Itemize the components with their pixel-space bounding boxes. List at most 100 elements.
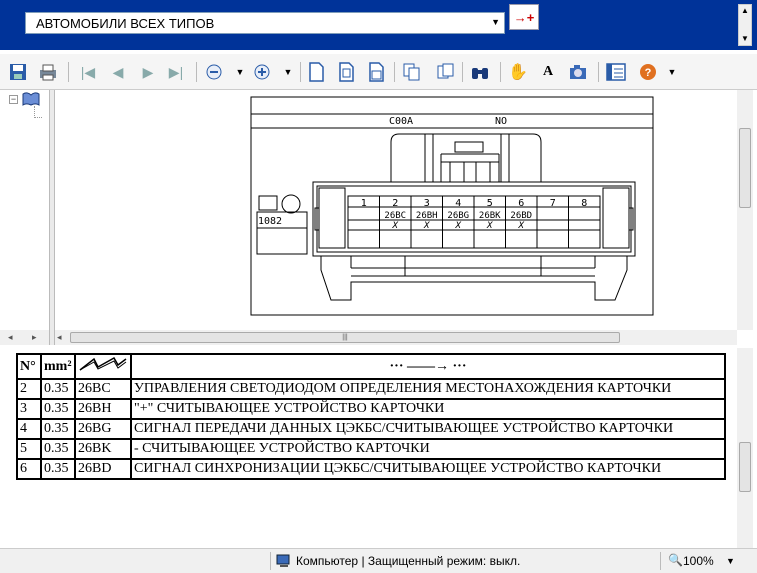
pin-wire-code: 26BD — [510, 211, 532, 221]
diagram-vertical-scrollbar[interactable] — [737, 90, 753, 330]
scroll-thumb[interactable] — [739, 442, 751, 492]
vehicle-type-value: АВТОМОБИЛИ ВСЕХ ТИПОВ — [36, 15, 215, 31]
tree-collapse-icon[interactable]: − — [9, 94, 18, 104]
scroll-right-icon[interactable]: ▸ — [32, 332, 37, 342]
pin-mark: X — [486, 221, 493, 231]
next-page-icon[interactable]: ▶ — [142, 63, 154, 80]
text-tool-icon[interactable]: A — [542, 64, 554, 79]
cell-wire: 26BG — [74, 418, 132, 440]
cell-wire: 26BC — [74, 378, 132, 400]
pin-wire-code: 26BG — [447, 211, 469, 221]
cell-section: 0.35 — [40, 418, 76, 440]
cell-wire: 26BH — [74, 398, 132, 420]
help-dropdown-icon[interactable]: ▼ — [667, 67, 677, 77]
scroll-left-icon[interactable]: ◂ — [8, 332, 13, 342]
save-icon[interactable] — [8, 62, 28, 82]
page-icon[interactable] — [306, 62, 326, 82]
header-section: mm² — [40, 353, 76, 380]
pin-wire-code: 26BK — [479, 211, 501, 221]
scroll-thumb[interactable] — [739, 128, 751, 208]
zoom-dropdown-icon[interactable]: ▼ — [726, 556, 735, 566]
pin-number: 3 — [424, 198, 430, 209]
find-icon[interactable] — [470, 62, 490, 82]
hand-tool-icon[interactable]: ✋ — [508, 64, 528, 81]
pin-cell-7: 7 — [536, 195, 569, 249]
page-fit-icon[interactable] — [366, 62, 386, 82]
add-button[interactable]: →+ — [509, 4, 539, 30]
scroll-thumb[interactable]: ||| — [70, 332, 620, 343]
paste-icon[interactable] — [436, 62, 456, 82]
tree-horizontal-scrollbar[interactable]: ◂ ▸ — [0, 330, 49, 345]
toolbar-separator — [394, 62, 395, 82]
arrow-plus-icon: →+ — [513, 9, 535, 25]
last-page-icon[interactable]: ▶| — [168, 63, 184, 80]
cell-section: 0.35 — [40, 438, 76, 460]
tree-connector — [34, 106, 42, 118]
side-label: 1082 — [258, 216, 282, 227]
pin-mark: X — [392, 221, 399, 231]
pin-mark: X — [455, 221, 462, 231]
book-icon[interactable] — [22, 92, 40, 106]
scroll-left-icon[interactable]: ◂ — [57, 332, 62, 342]
top-scrollbar[interactable]: ▲ ▼ — [738, 4, 752, 46]
prev-page-icon[interactable]: ◀ — [112, 63, 124, 80]
header-pin-number: N° — [16, 353, 42, 380]
status-separator — [270, 552, 271, 570]
zoom-level[interactable]: 100% — [683, 554, 714, 568]
cell-description: - СЧИТЫВАЮЩЕЕ УСТРОЙСТВО КАРТОЧКИ — [130, 438, 726, 460]
cell-wire: 26BD — [74, 458, 132, 480]
toolbar-separator — [300, 62, 301, 82]
page-width-icon[interactable] — [336, 62, 356, 82]
cell-description: СИГНАЛ СИНХРОНИЗАЦИИ ЦЭКБС/СЧИТЫВАЮЩЕЕ У… — [130, 458, 726, 480]
connector-code: C00A — [389, 116, 413, 127]
toolbar-separator — [68, 62, 69, 82]
pin-number: 8 — [581, 198, 587, 209]
zoom-in-icon[interactable] — [252, 62, 272, 82]
cell-wire: 26BK — [74, 438, 132, 460]
zoom-magnifier-icon[interactable]: 🔍 — [668, 553, 683, 567]
chevron-down-icon[interactable]: ▼ — [491, 17, 500, 27]
toolbar: |◀ ◀ ▶ ▶| ▼ ▼ ✋ A ? ▼ — [0, 54, 757, 90]
toolbar-separator — [598, 62, 599, 82]
pin-number: 4 — [455, 198, 461, 209]
copy-icon[interactable] — [402, 62, 422, 82]
cell-pin-number: 6 — [16, 458, 42, 480]
cell-section: 0.35 — [40, 378, 76, 400]
snapshot-icon[interactable] — [568, 62, 588, 82]
toolbar-separator — [196, 62, 197, 82]
first-page-icon[interactable]: |◀ — [80, 63, 96, 80]
cell-pin-number: 4 — [16, 418, 42, 440]
toolbar-separator — [500, 62, 501, 82]
cell-pin-number: 3 — [16, 398, 42, 420]
toolbar-separator — [462, 62, 463, 82]
status-separator — [660, 552, 661, 570]
print-icon[interactable] — [38, 62, 58, 82]
scroll-down-icon[interactable]: ▼ — [741, 34, 749, 43]
status-bar: Компьютер | Защищенный режим: выкл. 🔍 10… — [0, 548, 757, 573]
table-vertical-scrollbar[interactable] — [737, 348, 753, 548]
cell-section: 0.35 — [40, 458, 76, 480]
cell-description: СИГНАЛ ПЕРЕДАЧИ ДАННЫХ ЦЭКБС/СЧИТЫВАЮЩЕЕ… — [130, 418, 726, 440]
help-icon[interactable]: ? — [638, 62, 658, 82]
view-icon[interactable] — [606, 62, 626, 82]
color-code: NO — [495, 116, 507, 127]
pin-number: 2 — [392, 198, 398, 209]
vehicle-type-select[interactable]: АВТОМОБИЛИ ВСЕХ ТИПОВ ▼ — [25, 12, 505, 34]
pin-number: 7 — [550, 198, 556, 209]
header-destination: ··· ——→ ··· — [130, 353, 726, 380]
zoom-in-dropdown-icon[interactable]: ▼ — [283, 67, 293, 77]
scroll-up-icon[interactable]: ▲ — [741, 6, 749, 15]
zoom-out-dropdown-icon[interactable]: ▼ — [235, 67, 245, 77]
pane-splitter[interactable] — [49, 90, 55, 345]
zoom-out-icon[interactable] — [204, 62, 224, 82]
pin-number: 6 — [518, 198, 524, 209]
